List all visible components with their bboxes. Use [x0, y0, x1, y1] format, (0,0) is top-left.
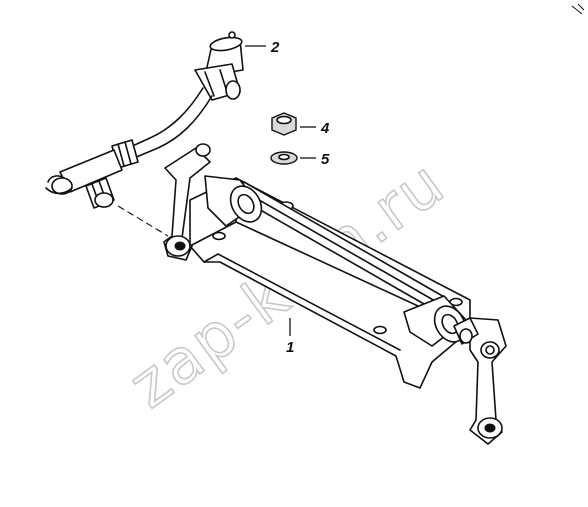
part-5-washer: [270, 151, 298, 165]
corner-mark: [571, 3, 585, 15]
part-4-nut: [271, 112, 297, 136]
part-2-pipe-assembly: [45, 31, 244, 209]
callout-5: 5: [300, 151, 330, 168]
callout-1: 1: [286, 318, 294, 356]
callout-1-label: 1: [286, 339, 294, 356]
callout-4-label: 4: [320, 120, 330, 137]
part-1-shaft-assembly: [163, 143, 507, 445]
assembly-guide-line: [117, 205, 169, 237]
callout-4: 4: [300, 120, 330, 137]
callout-2: 2: [245, 39, 280, 56]
callout-5-label: 5: [321, 151, 330, 168]
callout-2-label: 2: [270, 39, 280, 56]
